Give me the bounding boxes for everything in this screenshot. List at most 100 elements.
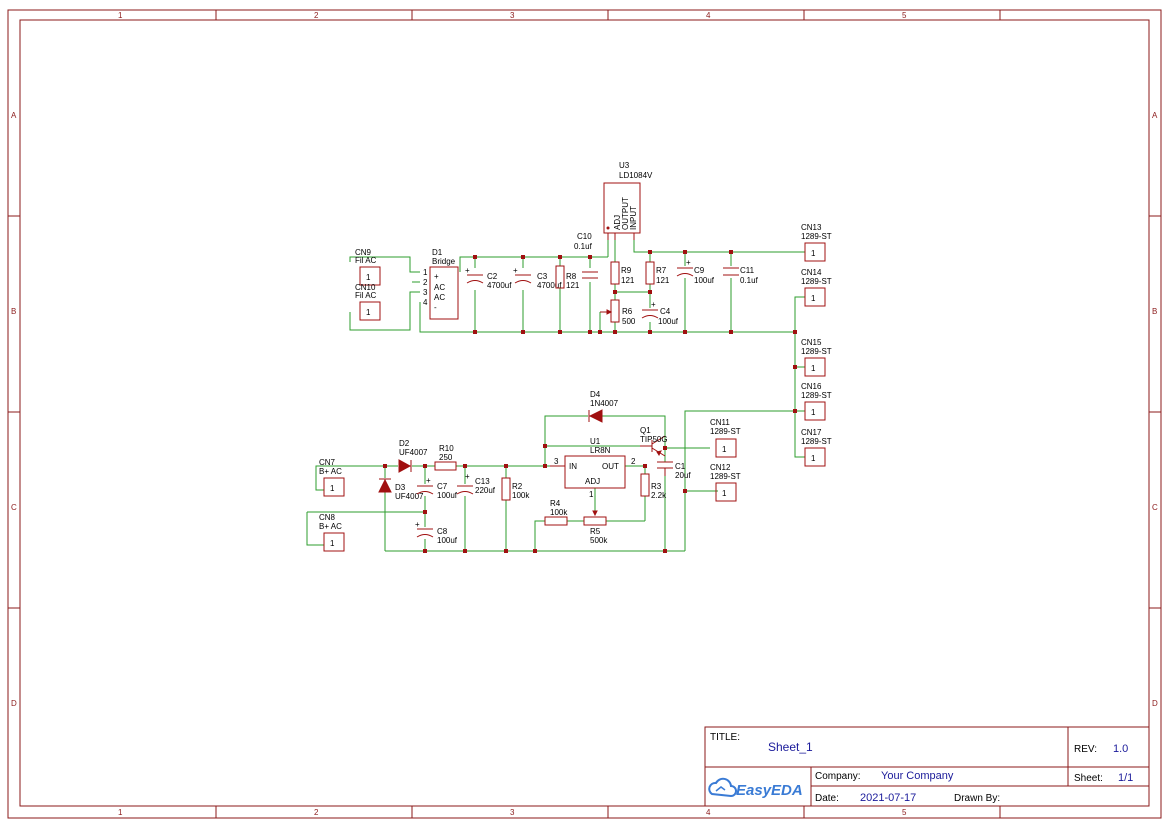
- c1-value: 20uf: [675, 471, 691, 480]
- u3-pin-input: INPUT: [629, 206, 638, 230]
- r7-value: 121: [656, 276, 670, 285]
- c4-ref: C4: [660, 307, 671, 316]
- u3-value: LD1084V: [619, 171, 653, 180]
- inner-frame: [19, 19, 1150, 807]
- c13-value: 220uf: [475, 486, 496, 495]
- r6-potentiometer[interactable]: R6 500: [600, 299, 636, 326]
- cn16-pin: 1: [811, 408, 816, 417]
- cn10-pin: 1: [366, 308, 371, 317]
- col-label-2: 2: [314, 11, 319, 20]
- d1-pinnum-4: 4: [423, 298, 428, 307]
- c9-capacitor[interactable]: + C9 100uf: [676, 258, 715, 285]
- c8-value: 100uf: [437, 536, 458, 545]
- r9-ref: R9: [621, 266, 632, 275]
- c4-capacitor[interactable]: + C4 100uf: [641, 300, 679, 326]
- d1-bridge[interactable]: D1 Bridge + AC AC - 1 2 3 4: [423, 248, 459, 320]
- c2-capacitor[interactable]: + C2 4700uf: [465, 266, 512, 290]
- drawn-by-label: Drawn By:: [954, 793, 1000, 804]
- cn8-connector[interactable]: 1 CN8 B+ AC: [319, 513, 345, 552]
- c3-capacitor[interactable]: + C3 4700uf: [513, 266, 562, 290]
- c11-capacitor[interactable]: C11 0.1uf: [723, 266, 759, 285]
- u3-pin-adj: ADJ: [613, 215, 622, 230]
- date-value: 2021-07-17: [860, 792, 916, 804]
- title-label: TITLE:: [710, 732, 740, 743]
- d4-value: 1N4007: [590, 399, 619, 408]
- svg-text:+: +: [465, 472, 470, 481]
- c1-capacitor[interactable]: C1 20uf: [657, 461, 691, 480]
- svg-text:+: +: [651, 300, 656, 309]
- u1-regulator[interactable]: U1 LR8N IN OUT ADJ 3 2 1: [550, 437, 636, 499]
- row-label-b: B: [11, 307, 16, 316]
- r5-value: 500k: [590, 536, 608, 545]
- d1-pin-minus: -: [434, 303, 437, 312]
- cn15-ref: CN15: [801, 338, 822, 347]
- row-label-d-right: D: [1152, 699, 1158, 708]
- d1-pin-ac2: AC: [434, 293, 445, 302]
- cn10-connector[interactable]: 1 CN10 Fil AC: [355, 283, 381, 321]
- col-label-5-bottom: 5: [902, 808, 907, 817]
- c8-capacitor[interactable]: + C8 100uf: [415, 520, 458, 545]
- d2-ref: D2: [399, 439, 410, 448]
- company-value: Your Company: [881, 770, 954, 782]
- r8-resistor[interactable]: R8 121: [555, 265, 580, 290]
- r3-resistor[interactable]: R3 2.2k: [640, 473, 667, 500]
- c13-capacitor[interactable]: + C13 220uf: [456, 472, 496, 495]
- d1-pin-ac1: AC: [434, 283, 445, 292]
- r6-ref: R6: [622, 307, 633, 316]
- c10-capacitor[interactable]: C10 0.1uf: [574, 232, 598, 279]
- u1-pin-out: OUT: [602, 462, 619, 471]
- cn13-ref: CN13: [801, 223, 822, 232]
- c2-value: 4700uf: [487, 281, 512, 290]
- r2-value: 100k: [512, 491, 530, 500]
- d2-value: UF4007: [399, 448, 428, 457]
- cn9-connector[interactable]: 1 CN9 Fil AC: [355, 248, 381, 286]
- col-label-1: 1: [118, 11, 123, 20]
- u1-pin-adj: ADJ: [585, 477, 600, 486]
- q1-value: TIP50G: [640, 435, 668, 444]
- r5-potentiometer[interactable]: R5 500k: [583, 510, 608, 545]
- col-label-4: 4: [706, 11, 711, 20]
- d1-pinnum-2: 2: [423, 278, 428, 287]
- r2-resistor[interactable]: R2 100k: [501, 477, 530, 501]
- r7-resistor[interactable]: R7 121: [645, 261, 670, 285]
- svg-text:+: +: [415, 520, 420, 529]
- cn15-pin: 1: [811, 364, 816, 373]
- cn10-value: Fil AC: [355, 291, 377, 300]
- c4-value: 100uf: [658, 317, 679, 326]
- r9-resistor[interactable]: R9 121: [610, 261, 635, 285]
- cn11-connector[interactable]: 1 CN11 1289-ST: [710, 418, 741, 458]
- c9-ref: C9: [694, 266, 705, 275]
- cn17-connector[interactable]: 1 CN17 1289-ST: [801, 428, 832, 467]
- r5-ref: R5: [590, 527, 601, 536]
- r4-resistor[interactable]: R4 100k: [544, 499, 568, 526]
- cn12-connector[interactable]: 1 CN12 1289-ST: [710, 463, 741, 502]
- outer-frame: [7, 9, 1162, 819]
- svg-text:+: +: [465, 266, 470, 275]
- c7-capacitor[interactable]: + C7 100uf: [416, 476, 458, 500]
- cn11-ref: CN11: [710, 418, 730, 427]
- easyeda-logo-text: EasyEDA: [736, 782, 803, 799]
- col-label-4-bottom: 4: [706, 808, 711, 817]
- u3-regulator[interactable]: U3 LD1084V ADJ OUTPUT INPUT: [603, 161, 653, 240]
- r6-value: 500: [622, 317, 636, 326]
- date-label: Date:: [815, 793, 839, 804]
- cn7-connector[interactable]: 1 CN7 B+ AC: [319, 458, 345, 497]
- cn13-connector[interactable]: 1 CN13 1289-ST: [801, 223, 832, 262]
- cn14-connector[interactable]: 1 CN14 1289-ST: [801, 268, 832, 307]
- u1-pinnum-2: 2: [631, 457, 636, 466]
- q1-transistor[interactable]: Q1 TIP50G: [640, 426, 668, 457]
- row-label-c-right: C: [1152, 503, 1158, 512]
- d3-diode[interactable]: D3 UF4007: [378, 478, 424, 501]
- d4-diode[interactable]: D4 1N4007: [588, 390, 619, 423]
- company-label: Company:: [815, 771, 861, 782]
- d1-value: Bridge: [432, 257, 456, 266]
- cn15-connector[interactable]: 1 CN15 1289-ST: [801, 338, 832, 377]
- cn16-connector[interactable]: 1 CN16 1289-ST: [801, 382, 832, 421]
- cn17-pin: 1: [811, 454, 816, 463]
- d2-diode[interactable]: D2 UF4007: [398, 439, 428, 473]
- r8-value: 121: [566, 281, 580, 290]
- cn17-ref: CN17: [801, 428, 822, 437]
- r10-resistor[interactable]: R10 250: [434, 444, 457, 471]
- u3-pin-output: OUTPUT: [621, 197, 630, 230]
